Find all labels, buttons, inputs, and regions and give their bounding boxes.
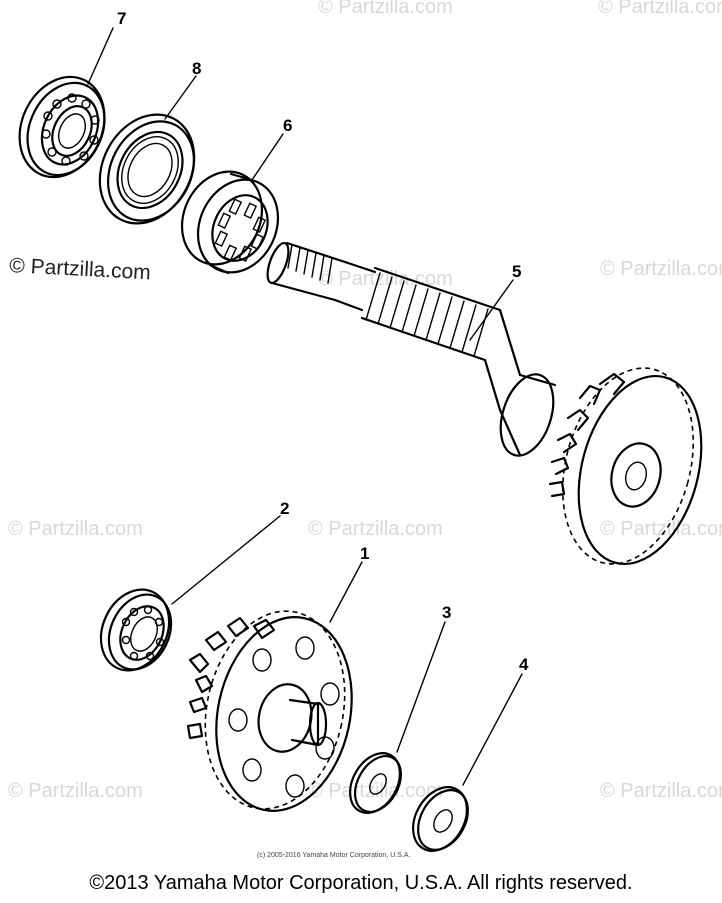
watermark: © Partzilla.com bbox=[8, 518, 143, 540]
callout-2: 2 bbox=[280, 499, 289, 518]
oil-seal-8[interactable] bbox=[81, 98, 212, 240]
callout-4: 4 bbox=[519, 655, 529, 674]
needle-bearing-6[interactable] bbox=[167, 158, 292, 285]
main-axle-5[interactable] bbox=[263, 241, 721, 579]
callout-8: 8 bbox=[192, 59, 201, 78]
watermark: © Partzilla.com bbox=[8, 780, 143, 802]
small-copyright: (c) 2005-2016 Yamaha Motor Corporation, … bbox=[257, 852, 411, 859]
callout-5: 5 bbox=[512, 262, 521, 281]
watermark: © Partzilla.com bbox=[308, 780, 443, 802]
callout-6: 6 bbox=[283, 116, 292, 135]
washer-4[interactable] bbox=[402, 778, 478, 861]
bearing-7[interactable] bbox=[4, 63, 120, 191]
callout-3: 3 bbox=[442, 603, 451, 622]
bearing-2[interactable] bbox=[88, 578, 183, 681]
watermark: © Partzilla.com bbox=[318, 0, 453, 18]
watermark: © Partzilla.com bbox=[600, 780, 722, 802]
watermark: © Partzilla.com bbox=[598, 0, 722, 18]
watermark: © Partzilla.com bbox=[600, 258, 722, 280]
watermark: © Partzilla.com bbox=[318, 268, 453, 290]
copyright-notice: ©2013 Yamaha Motor Corporation, U.S.A. A… bbox=[89, 872, 633, 894]
watermark: © Partzilla.com bbox=[600, 518, 722, 540]
watermark: © Partzilla.com bbox=[308, 518, 443, 540]
washer-3[interactable] bbox=[340, 744, 410, 821]
callout-7: 7 bbox=[117, 9, 126, 28]
leader-lines bbox=[87, 27, 523, 786]
callout-1: 1 bbox=[360, 544, 369, 563]
gear-1[interactable] bbox=[186, 598, 369, 824]
